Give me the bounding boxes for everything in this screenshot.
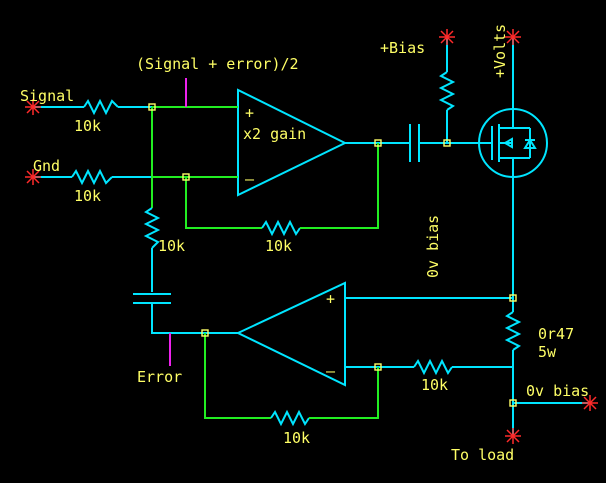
label-r-divider: 10k [158, 237, 185, 255]
terminal-load [505, 428, 521, 444]
label-error: Error [137, 368, 182, 386]
label-x2-gain: x2 gain [243, 125, 306, 143]
terminal-signal [25, 99, 41, 115]
label-r-feedback-top: 10k [265, 237, 292, 255]
label-plus-bottom: + [326, 290, 335, 308]
label-minus-bottom: – [326, 362, 336, 380]
input-resistor-signal [33, 98, 152, 116]
divider-resistor [143, 207, 161, 292]
opamp-error [235, 281, 590, 404]
label-signal-error-half: (Signal + error)/2 [136, 55, 299, 73]
label-plus-top: + [245, 104, 254, 122]
label-to-load: To load [451, 446, 514, 464]
label-plus-volts: +Volts [491, 24, 509, 78]
label-r-gnd: 10k [74, 187, 101, 205]
bottom-feedback [204, 333, 379, 427]
label-plus-bias: +Bias [380, 39, 425, 57]
terminal-gnd [25, 169, 41, 185]
bias-resistor [438, 37, 492, 144]
terminal-volts [505, 29, 521, 45]
label-r-feedback-bottom-in: 10k [421, 376, 448, 394]
terminal-bias [439, 29, 455, 45]
coupling-capacitor-error [133, 293, 238, 334]
label-r-feedback-bottom: 10k [283, 429, 310, 447]
coupling-capacitor-gate [409, 124, 447, 162]
label-minus-top: – [245, 170, 255, 188]
terminal-zero-bias [582, 395, 598, 411]
label-zero-v-bias-vertical: 0v bias [424, 215, 442, 278]
label-gnd: Gnd [33, 157, 60, 175]
label-signal: Signal [20, 87, 74, 105]
mosfet [478, 37, 548, 298]
top-wiring [151, 107, 379, 237]
label-shunt-power: 5w [538, 343, 557, 361]
junction-nodes [148, 103, 517, 407]
label-shunt-value: 0r47 [538, 325, 574, 343]
label-zero-v-bias: 0v bias [526, 382, 589, 400]
label-r-signal: 10k [74, 117, 101, 135]
